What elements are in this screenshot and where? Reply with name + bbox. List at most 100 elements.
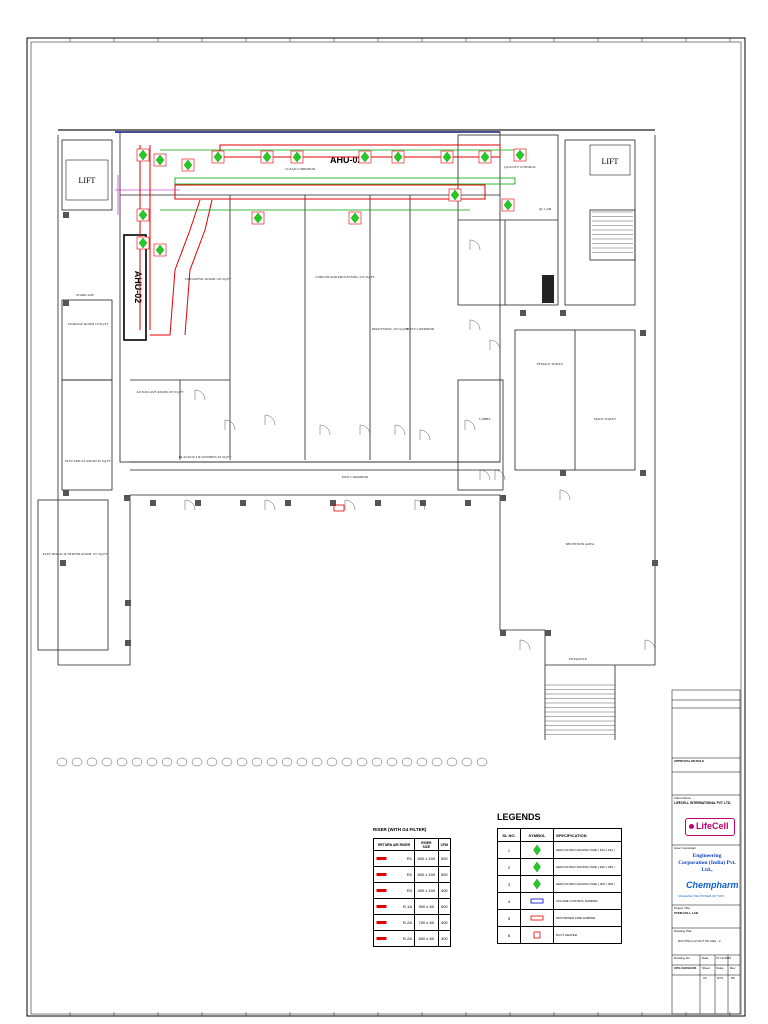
- tree-symbol: [86, 757, 98, 767]
- fire-damper-marker: [333, 504, 345, 512]
- riser-tag: R-2A: [373, 914, 415, 931]
- door-swing: [344, 499, 356, 511]
- room-label: QC LAB: [539, 207, 552, 211]
- riser-size: 450 x 100: [414, 882, 439, 899]
- tree-symbol: [371, 757, 383, 767]
- column: [560, 470, 566, 476]
- door-swing: [394, 424, 406, 436]
- riser-title: RISER (WITH G4 FILTER): [373, 827, 427, 832]
- chempharm-brand: Chempharm: [686, 880, 739, 890]
- lifecell-dot-icon: [689, 824, 694, 829]
- tree-symbol: [461, 757, 473, 767]
- column: [465, 500, 471, 506]
- legend-spec: VOLUME CONTROL DAMPER: [553, 892, 622, 910]
- column: [375, 500, 381, 506]
- outer-border: [26, 37, 746, 1017]
- hepa-diffuser-icon: [450, 189, 460, 201]
- riser-header-cfm: CFM: [437, 838, 452, 851]
- door-swing: [469, 239, 481, 251]
- room-label: ENTRANCE: [569, 657, 587, 661]
- column: [330, 500, 336, 506]
- client-label: Client Name:: [674, 796, 692, 800]
- legend-spec: HEPA FILTER HOUSING SIZE ( 305 x 305 ): [553, 875, 622, 893]
- legends-header-symbol: SYMBOL: [520, 828, 554, 842]
- door-swing: [644, 639, 656, 651]
- approval-label: APPROVAL DETAILS: [674, 759, 704, 763]
- lift-right-box: [589, 144, 631, 176]
- tree-symbol: [446, 757, 458, 767]
- riser-size: 600 x 80: [414, 930, 439, 947]
- column: [124, 495, 130, 501]
- legend-no: 4: [497, 892, 521, 910]
- consultant-name: Engineering Corporation (India) Pvt. Ltd…: [678, 853, 736, 873]
- trees-row: [56, 757, 488, 767]
- consultant-label: Hvac Consultant: [674, 846, 697, 850]
- riser-cfm: 500: [437, 898, 452, 915]
- column: [63, 300, 69, 306]
- staircase-main: [545, 211, 633, 735]
- tree-symbol: [311, 757, 323, 767]
- tree-symbol: [146, 757, 158, 767]
- room-label: RECEPTION AREA: [566, 542, 595, 546]
- drawing-no-label: Drawing No.: [674, 956, 691, 960]
- hepa-diffuser-icon: [292, 151, 302, 163]
- ahu-side-tag: AHU-02: [133, 271, 143, 304]
- hepa-diffusers: [136, 148, 527, 257]
- room-label: BLACKOUT & WASHING 65 SQ.FT: [179, 455, 232, 459]
- hepa-3-icon: [520, 875, 554, 893]
- tree-symbol: [401, 757, 413, 767]
- column: [560, 310, 566, 316]
- vcd-icon: [520, 892, 554, 910]
- tree-symbol: [116, 757, 128, 767]
- structural-columns: [60, 212, 658, 646]
- drawing-title-label: Drawing Title:: [674, 929, 693, 933]
- legends-header-no: SL NO.: [497, 828, 521, 842]
- door-swing: [264, 414, 276, 426]
- door-swing: [469, 319, 481, 331]
- column: [545, 630, 551, 636]
- column: [520, 310, 526, 316]
- column: [125, 640, 131, 646]
- tree-symbol: [431, 757, 443, 767]
- hepa-diffuser-icon: [183, 159, 193, 171]
- column: [63, 490, 69, 496]
- tree-symbol: [386, 757, 398, 767]
- room-label: QUALITY CONTROL: [504, 165, 536, 169]
- room-label: STAIRCASE: [76, 293, 94, 297]
- room-label: LOBBY: [479, 417, 491, 421]
- column: [640, 470, 646, 476]
- hepa-2-icon: [520, 858, 554, 876]
- drawing-no: CP/LC/HVAC/03: [674, 966, 697, 970]
- door-swing: [414, 499, 426, 511]
- grid-ticks: [69, 38, 731, 1016]
- legend-row: 5 MOTORISED FIRE DAMPER: [497, 909, 622, 927]
- tree-symbol: [221, 757, 233, 767]
- riser-header-size: RISER SIZE: [414, 838, 439, 851]
- riser-size: 600 x 100: [414, 866, 439, 883]
- riser-cfm: 300: [437, 930, 452, 947]
- room-label: ELECTRICAL ROOM 20 SQ.FT: [65, 459, 112, 463]
- sheet-label: Sheet: [702, 966, 710, 970]
- room-label: MALE TOILET: [594, 417, 617, 421]
- riser-size: 900 x 80: [414, 898, 439, 915]
- date-label: Date: [702, 956, 709, 960]
- tree-symbol: [71, 757, 83, 767]
- door-swing: [464, 419, 476, 431]
- legend-spec: MOTORISED FIRE DAMPER: [553, 909, 622, 927]
- tree-symbol: [416, 757, 428, 767]
- legend-no: 5: [497, 909, 521, 927]
- hepa-diffuser-icon: [515, 149, 525, 161]
- hepa-diffuser-icon: [253, 212, 263, 224]
- sheet-value: A3: [703, 976, 707, 980]
- riser-tag: R-1A: [373, 898, 415, 915]
- hepa-diffuser-icon: [262, 151, 272, 163]
- tree-symbol: [251, 757, 263, 767]
- lift-left-box: [65, 159, 109, 201]
